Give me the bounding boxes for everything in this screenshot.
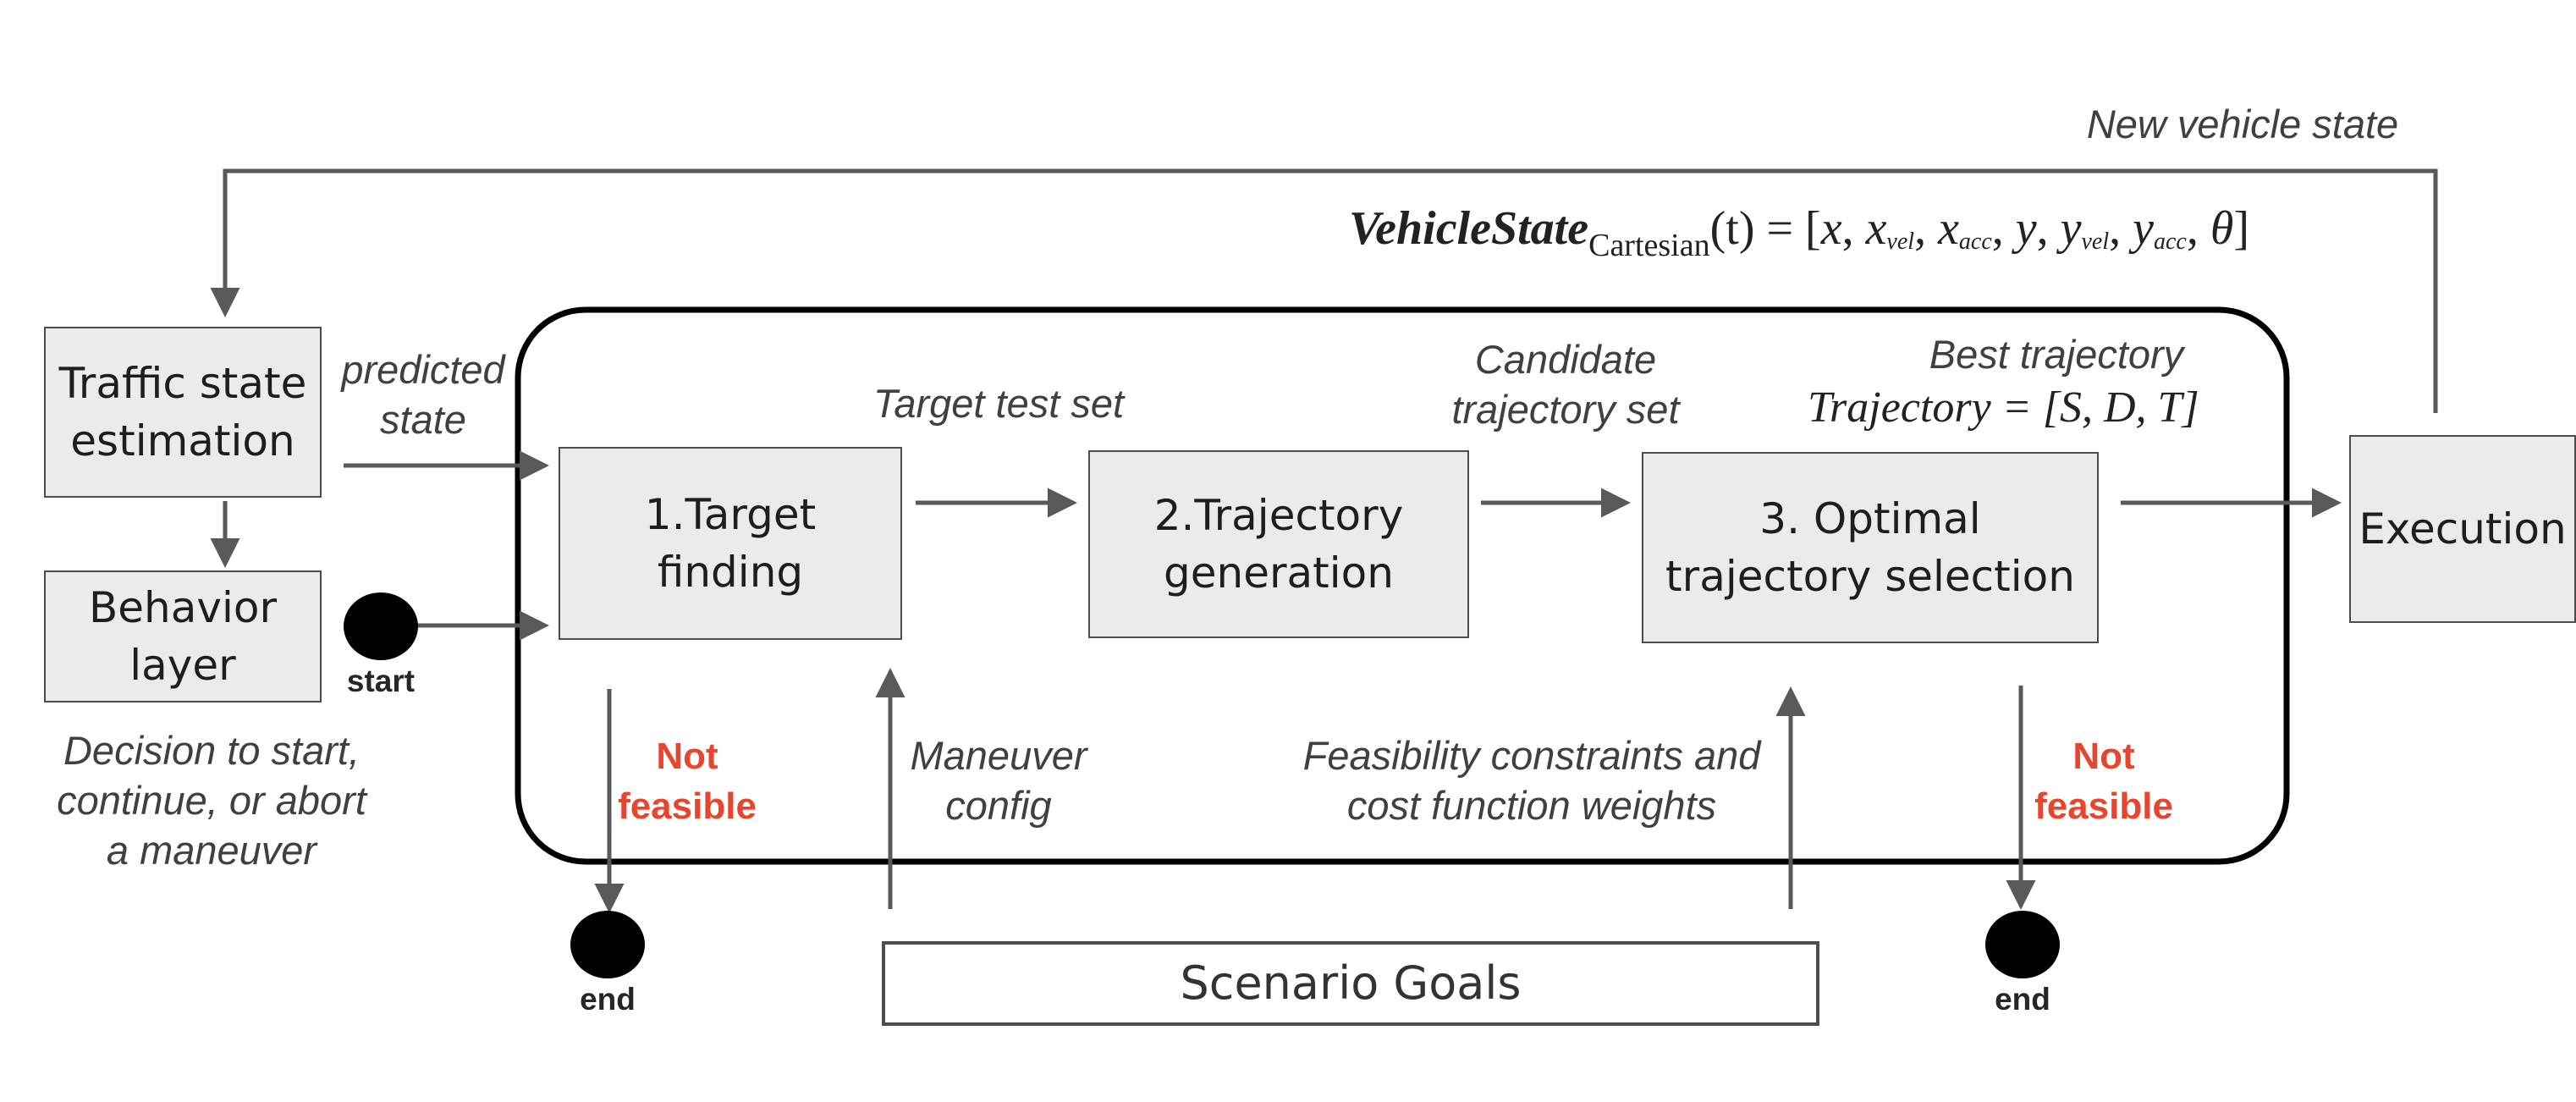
predicted-state-label: predicted state (341, 347, 505, 442)
behavior-caption: Decision to start, continue, or abort a … (57, 728, 366, 873)
behavior-layer-box: Behavior layer (44, 570, 322, 703)
planner-container (515, 306, 2290, 865)
trajectory-formula-text: Trajectory = [S, D, T] (1808, 383, 2199, 432)
feedback-loop-arrow (210, 168, 2438, 413)
end-node-right (1985, 911, 2060, 978)
trajectory-generation-box: 2.Trajectory generation (1088, 450, 1469, 638)
maneuver-config-label: Maneuver config (910, 733, 1087, 828)
start-label: start (346, 664, 416, 698)
vehicle-state-arg: (t) (1709, 202, 1755, 255)
start-node (344, 592, 418, 660)
vehicle-state-formula: VehicleStateCartesian(t) = [x, xvel, xac… (1349, 201, 2249, 264)
end-node-left (570, 911, 645, 978)
vehicle-state-subscript: Cartesian (1588, 228, 1710, 263)
candidate-trajectory-set-label: Candidate trajectory set (1451, 337, 1680, 432)
end-label-right: end (1995, 982, 2050, 1017)
vehicle-state-rhs: = [x, xvel, xacc, y, yvel, yacc, θ] (1766, 202, 2250, 255)
trajectory-formula: Trajectory = [S, D, T] (1808, 383, 2199, 433)
traffic-state-estimation-box: Traffic state estimation (44, 327, 322, 498)
not-feasible-left-label: Not feasible (618, 736, 757, 828)
end-label-left: end (580, 982, 636, 1017)
target-finding-box: 1.Target finding (559, 447, 902, 640)
execution-box: Execution (2349, 435, 2576, 623)
feasibility-label: Feasibility constraints and cost functio… (1302, 733, 1761, 828)
not-feasible-right-label: Not feasible (2034, 736, 2173, 828)
target-test-set-label: Target test set (872, 381, 1125, 426)
vehicle-state-lhs: VehicleState (1349, 202, 1589, 255)
new-vehicle-state-label: New vehicle state (2086, 102, 2399, 146)
best-trajectory-label: Best trajectory (1929, 332, 2184, 377)
optimal-trajectory-selection-box: 3. Optimal trajectory selection (1642, 452, 2099, 643)
scenario-goals-box: Scenario Goals (882, 941, 1819, 1026)
